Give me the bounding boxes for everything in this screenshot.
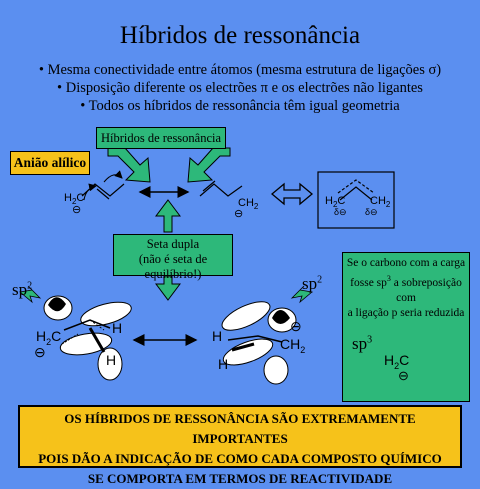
label-ch2-right: CH2 xyxy=(238,197,259,212)
allyl-anion-label: Anião alílico xyxy=(10,151,90,175)
label-h2c-left: H2C xyxy=(64,192,85,207)
sp3-note-line1: Se o carbono com a carga xyxy=(346,257,466,269)
charge-left: ⊖ xyxy=(72,204,82,216)
green-arrow-right xyxy=(187,147,231,183)
charge-right: ⊖ xyxy=(234,208,244,220)
label-h-lower-right: H xyxy=(218,356,229,372)
hybrid-box: Híbridos de ressonância xyxy=(96,127,226,149)
allyl-structure-left xyxy=(81,170,125,201)
hollow-double-arrow xyxy=(270,182,314,206)
label-ch2-hybrid: CH2 xyxy=(370,195,391,210)
label-h-upper-left: H xyxy=(112,320,123,336)
charge-bottom-right: ⊖ xyxy=(290,318,302,334)
double-arrow-note: Seta dupla (não é seta de equilíbrio!) xyxy=(113,234,233,281)
green-double-arrow-upper xyxy=(155,199,181,233)
label-h-upper-right: H xyxy=(212,328,223,344)
bullet-connectivity: • Mesma conectividade entre átomos (mesm… xyxy=(38,62,442,78)
sp3-note-line3: a ligação p seria reduzida xyxy=(347,306,465,319)
sp2-arrow-right xyxy=(290,285,313,304)
orbital-picture-left xyxy=(43,295,132,381)
bullet-electrons: • Disposição diferente os electrões π e … xyxy=(57,80,423,96)
sp2-arrow-left xyxy=(19,285,42,304)
charge-sp3: ⊖ xyxy=(398,368,409,383)
banner-line2: POIS DÃO A INDICAÇÃO DE COMO CADA COMPOS… xyxy=(38,451,442,466)
allyl-structure-right xyxy=(199,180,243,197)
sp3-label: sp3 xyxy=(352,334,373,353)
hybrid-structure-box xyxy=(317,171,395,229)
label-h2c-bottom-left: H2C xyxy=(36,328,62,347)
sp3-note-line2: fosse sp3 a sobreposição com xyxy=(350,274,462,304)
label-h2c-hybrid: H2C xyxy=(325,195,346,210)
green-double-arrow-lower xyxy=(155,275,181,301)
label-h2c-sp3: H2C xyxy=(384,352,410,371)
banner-line3: SE COMPORTA EM TERMOS DE REACTIVIDADE xyxy=(87,471,393,486)
sp2-label-right: sp2 xyxy=(302,274,323,293)
banner-line1: OS HÍBRIDOS DE RESSONÂNCIA SÃO EXTREMAME… xyxy=(64,411,416,446)
bullet-geometry: • Todos os híbridos de ressonância têm i… xyxy=(80,98,400,114)
double-arrow-note-line2: (não é seta de equilíbrio!) xyxy=(138,252,208,281)
label-ch2-bottom-right: CH2 xyxy=(280,336,306,355)
orbital-picture-right xyxy=(221,301,297,385)
charge-bottom-left: ⊖ xyxy=(34,344,46,360)
page-title: Híbridos de ressonância xyxy=(119,22,361,49)
partial-charge-left: δ⊖ xyxy=(334,207,347,217)
partial-charge-right: δ⊖ xyxy=(365,207,378,217)
sp3-note-box: Se o carbono com a carga fosse sp3 a sob… xyxy=(342,252,470,402)
green-arrow-left xyxy=(107,147,151,183)
label-h-lower-left: H xyxy=(106,352,117,368)
sp2-label-left: sp2 xyxy=(12,280,33,299)
double-arrow-note-line1: Seta dupla xyxy=(146,237,200,251)
conclusion-banner: OS HÍBRIDOS DE RESSONÂNCIA SÃO EXTREMAME… xyxy=(18,405,462,486)
